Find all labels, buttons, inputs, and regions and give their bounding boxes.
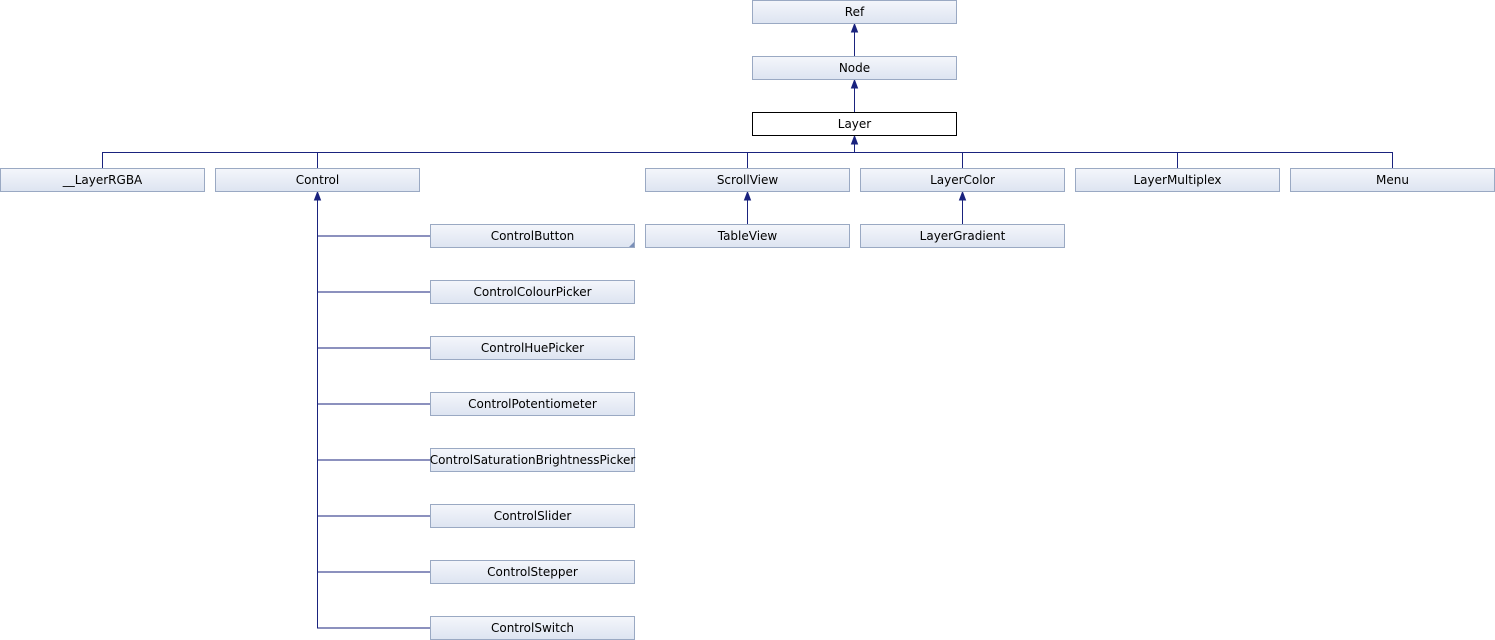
class-node-label: ControlSlider <box>494 509 572 523</box>
class-node-label: ControlHuePicker <box>481 341 584 355</box>
class-node-label: Ref <box>845 5 865 19</box>
class-node-control-colour-picker[interactable]: ControlColourPicker <box>430 280 635 304</box>
class-node-layer-gradient[interactable]: LayerGradient <box>860 224 1065 248</box>
class-node-label: Menu <box>1376 173 1409 187</box>
inheritance-arrowhead <box>743 190 752 201</box>
class-node-box <box>430 448 635 472</box>
class-node-control-saturation-brightness-picker[interactable]: ControlSaturationBrightnessPicker <box>430 448 636 472</box>
inheritance-edge <box>317 192 431 461</box>
class-node-label: LayerGradient <box>920 229 1006 243</box>
class-node-scroll-view[interactable]: ScrollView <box>645 168 850 192</box>
class-node-label: ControlPotentiometer <box>468 397 597 411</box>
inheritance-edge <box>317 192 431 573</box>
class-node-ref[interactable]: Ref <box>752 0 957 24</box>
inheritance-edges <box>102 22 1393 629</box>
class-node-control-button[interactable]: ControlButton <box>430 224 635 248</box>
class-node-menu[interactable]: Menu <box>1290 168 1495 192</box>
class-node-label: Node <box>839 61 870 75</box>
class-node-box <box>430 224 635 248</box>
class-node-label: ControlSaturationBrightnessPicker <box>430 453 636 467</box>
class-node-box <box>430 392 635 416</box>
class-node-label: TableView <box>717 229 778 243</box>
inheritance-edge <box>317 192 431 237</box>
class-node-label: LayerColor <box>930 173 995 187</box>
class-node-box <box>752 112 957 136</box>
class-node-label: __LayerRGBA <box>62 173 143 187</box>
more-children-marker-icon <box>629 242 634 247</box>
inheritance-edge <box>317 192 431 349</box>
class-node-table-view[interactable]: TableView <box>645 224 850 248</box>
class-node-layer-rgba[interactable]: __LayerRGBA <box>0 168 205 192</box>
class-node-control-switch[interactable]: ControlSwitch <box>430 616 635 640</box>
class-node-node[interactable]: Node <box>752 56 957 80</box>
class-node-label: ControlButton <box>491 229 575 243</box>
class-node-control[interactable]: Control <box>215 168 420 192</box>
class-node-box <box>215 168 420 192</box>
class-node-layer[interactable]: Layer <box>752 112 957 136</box>
class-node-box <box>752 56 957 80</box>
class-node-box <box>430 336 635 360</box>
class-node-label: Layer <box>838 117 872 131</box>
class-node-box <box>860 224 1065 248</box>
class-node-label: ControlColourPicker <box>473 285 591 299</box>
class-node-box <box>645 224 850 248</box>
inheritance-edge <box>317 192 431 629</box>
class-node-label: Control <box>296 173 339 187</box>
inheritance-edge <box>317 192 431 517</box>
class-node-label: ControlSwitch <box>491 621 574 635</box>
class-node-layer-color[interactable]: LayerColor <box>860 168 1065 192</box>
inheritance-arrowhead <box>313 190 322 201</box>
inheritance-arrowhead <box>850 22 859 33</box>
class-node-control-hue-picker[interactable]: ControlHuePicker <box>430 336 635 360</box>
inheritance-edge <box>317 192 431 293</box>
class-node-box <box>645 168 850 192</box>
class-node-box <box>430 280 635 304</box>
class-node-box <box>430 560 635 584</box>
class-node-control-potentiometer[interactable]: ControlPotentiometer <box>430 392 635 416</box>
class-node-label: ScrollView <box>717 173 779 187</box>
class-node-box <box>0 168 205 192</box>
class-node-control-slider[interactable]: ControlSlider <box>430 504 635 528</box>
class-node-box <box>430 504 635 528</box>
class-node-control-stepper[interactable]: ControlStepper <box>430 560 635 584</box>
class-node-layer-multiplex[interactable]: LayerMultiplex <box>1075 168 1280 192</box>
inheritance-arrowhead <box>850 134 859 145</box>
inheritance-edge <box>854 136 1393 168</box>
class-node-label: LayerMultiplex <box>1133 173 1221 187</box>
inheritance-arrowhead <box>850 78 859 89</box>
class-node-box <box>860 168 1065 192</box>
inheritance-arrowhead <box>958 190 967 201</box>
class-node-box <box>752 0 957 24</box>
class-node-box <box>1075 168 1280 192</box>
inheritance-edge <box>747 136 855 168</box>
class-node-label: ControlStepper <box>487 565 578 579</box>
inheritance-edge <box>317 192 431 405</box>
